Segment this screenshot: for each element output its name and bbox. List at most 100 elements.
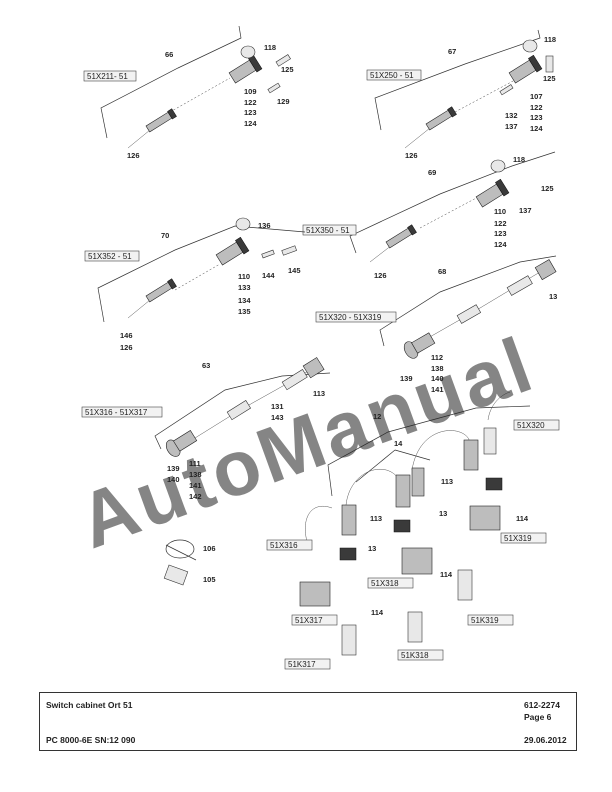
socket-51k317 [341,624,357,656]
part-126: 126 [127,151,140,160]
part-118b: 118 [544,35,556,44]
tag-box-51k317 [284,658,331,670]
harness-plug-e [483,427,497,455]
part-122c: 122 [494,219,507,228]
tag-box-51x316-51x317 [81,406,163,418]
part-124: 124 [244,119,257,128]
connector-tag-51x250: 51X250 - 51 [370,71,414,80]
part-number-text: 612-2274 [524,700,560,710]
part-126c: 126 [374,271,387,280]
clip-13c [485,477,503,491]
part-124b: 124 [530,124,543,133]
cable-gland-63 [226,400,252,421]
part-110: 110 [494,207,506,216]
part-105: 105 [203,575,216,584]
group-label-67: 67 [448,47,456,56]
tag-box-51x320-51x319 [315,311,397,323]
seal-ring-118b [522,39,538,53]
connector-tag-51x316: 51X316 [270,541,298,550]
part-131: 131 [271,402,284,411]
plug-13 [534,259,557,281]
assembly-70: 70 51X352 - 51 136 110 133 134 135 144 1… [84,217,306,352]
part-114c: 114 [371,608,384,617]
tag-box-51x250 [366,69,422,81]
connector-tag-51x317: 51X317 [295,616,323,625]
part-114a: 114 [516,514,529,523]
part-113: 113 [313,389,325,398]
title-text: Switch cabinet Ort 51 [46,700,133,710]
part-142: 141 [431,385,444,394]
pin-125b [545,55,554,73]
connector-plug-69 [385,227,413,249]
part-133: 133 [238,283,251,292]
part-13c: 13 [368,544,376,553]
part-144: 144 [262,271,275,280]
part-124c: 124 [494,240,507,249]
group-label-63: 63 [202,361,210,370]
part-125: 125 [281,65,294,74]
part-138b: 138 [189,470,202,479]
part-126d: 126 [120,343,133,352]
group-label-68: 68 [438,267,446,276]
assembly-68: 68 51X320 - 51X319 13 112 138 140 141 13… [315,255,557,394]
group-label-12: 12 [373,412,381,421]
part-141b: 141 [189,481,202,490]
connector-tag-51k317: 51K317 [288,660,316,669]
tag-box-51k319 [467,614,514,626]
harness-plug-a [341,504,357,536]
part-122: 122 [244,98,257,107]
harness-plug-c [411,467,425,497]
connector-tag-51x352: 51X352 - 51 [88,252,132,261]
connector-tag-51x320-51x319: 51X320 - 51X319 [319,313,382,322]
part-110b: 110 [238,272,250,281]
part-135: 135 [238,307,251,316]
connector-tag-51x211: 51X211- 51 [87,72,128,81]
part-123: 123 [244,108,257,117]
part-132: 132 [505,111,518,120]
group-label-66: 66 [165,50,173,59]
group-label-69: 69 [428,168,436,177]
part-118: 118 [264,43,276,52]
group-label-70: 70 [161,231,169,240]
connector-plug-70 [145,281,173,303]
seal-ring-118c [490,159,506,173]
assembly-67: 67 51X250 - 51 118 125 107 122 123 124 1… [366,29,556,160]
socket-51k319 [457,569,473,601]
tag-box-51x350 [302,224,357,236]
part-142b: 142 [189,492,202,501]
tag-box-51x319 [500,532,547,544]
clip-13b [339,547,357,561]
tag-box-51x318 [367,577,414,589]
part-113b: 113 [441,477,453,486]
cable-gland-63b [281,368,308,391]
relay-housing-51x317 [299,581,331,607]
part-111: 111 [189,459,201,468]
pin-129 [267,82,281,94]
part-113c: 113 [370,514,382,523]
part-126b: 126 [405,151,418,160]
pin-144 [261,249,275,259]
part-107: 107 [530,92,543,101]
cable-gland-68b [506,275,533,296]
part-139: 139 [400,374,413,383]
part-138: 138 [431,364,444,373]
part-141: 140 [431,374,444,383]
title-block: Switch cabinet Ort 51 612-2274 Page 6 PC… [39,692,577,751]
tag-box-51x320 [513,419,560,431]
connector-plug-67 [425,109,453,131]
part-112: 112 [431,353,443,362]
relay-housing-51x319 [469,505,501,531]
cable-gland-68 [456,304,482,324]
clip-13a [393,519,411,533]
part-136: 136 [258,221,271,230]
assembly-69: 69 51X350 - 51 118 125 110 137 122 123 1… [302,151,556,280]
date-text: 29.06.2012 [524,735,567,745]
pin-125 [275,54,291,67]
connector-tag-51x318: 51X318 [371,579,399,588]
assembly-66: 66 51X211- 51 118 125 109 122 123 124 12… [83,25,294,160]
part-146: 146 [120,331,133,340]
part-143: 143 [271,413,284,422]
loose-parts: 106 105 [163,539,216,586]
pin-145 [281,245,297,256]
part-122b: 122 [530,103,543,112]
